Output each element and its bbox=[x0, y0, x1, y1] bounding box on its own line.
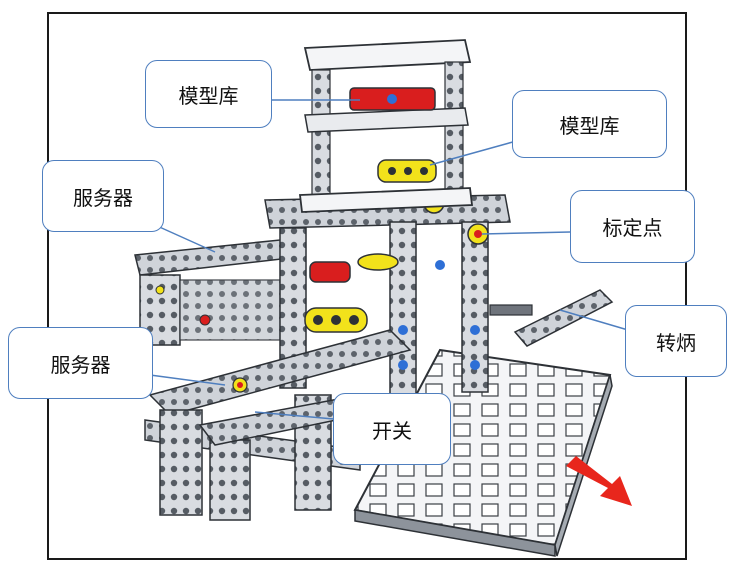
arrow-down-right-icon bbox=[566, 456, 632, 506]
yellow-connectors bbox=[304, 192, 489, 333]
callout-model-library-top: 模型库 bbox=[145, 60, 272, 128]
callout-server-lower: 服务器 bbox=[8, 327, 153, 399]
server-frame-lower bbox=[148, 329, 412, 521]
callout-switch: 开关 bbox=[333, 393, 451, 465]
handle-bar bbox=[489, 289, 614, 347]
red-connector-mid bbox=[309, 261, 351, 283]
model-library-tower bbox=[298, 39, 474, 213]
callout-calibration-point: 标定点 bbox=[570, 190, 695, 263]
server-frame-upper bbox=[134, 239, 292, 346]
callout-handle: 转炳 bbox=[625, 305, 727, 377]
callout-server-upper: 服务器 bbox=[42, 160, 164, 232]
callout-leaders bbox=[149, 99, 629, 421]
callout-model-library-right: 模型库 bbox=[512, 90, 667, 158]
